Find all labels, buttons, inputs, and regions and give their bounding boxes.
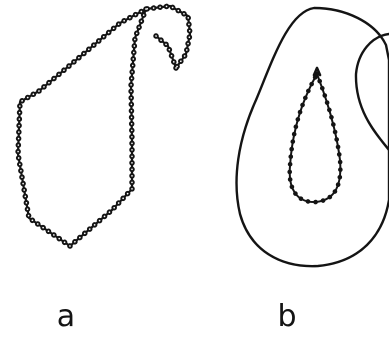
chain-a-base (18, 6, 190, 246)
side-lobe-outline (356, 34, 389, 150)
inner-teardrop-outline (290, 74, 341, 202)
panel-label-a: a (46, 300, 86, 334)
panel-label-b: b (267, 300, 307, 334)
panel-b-teardrop (237, 8, 389, 266)
inner-teardrop-beads (290, 74, 341, 202)
panel-a-beaded-outline (18, 6, 190, 246)
